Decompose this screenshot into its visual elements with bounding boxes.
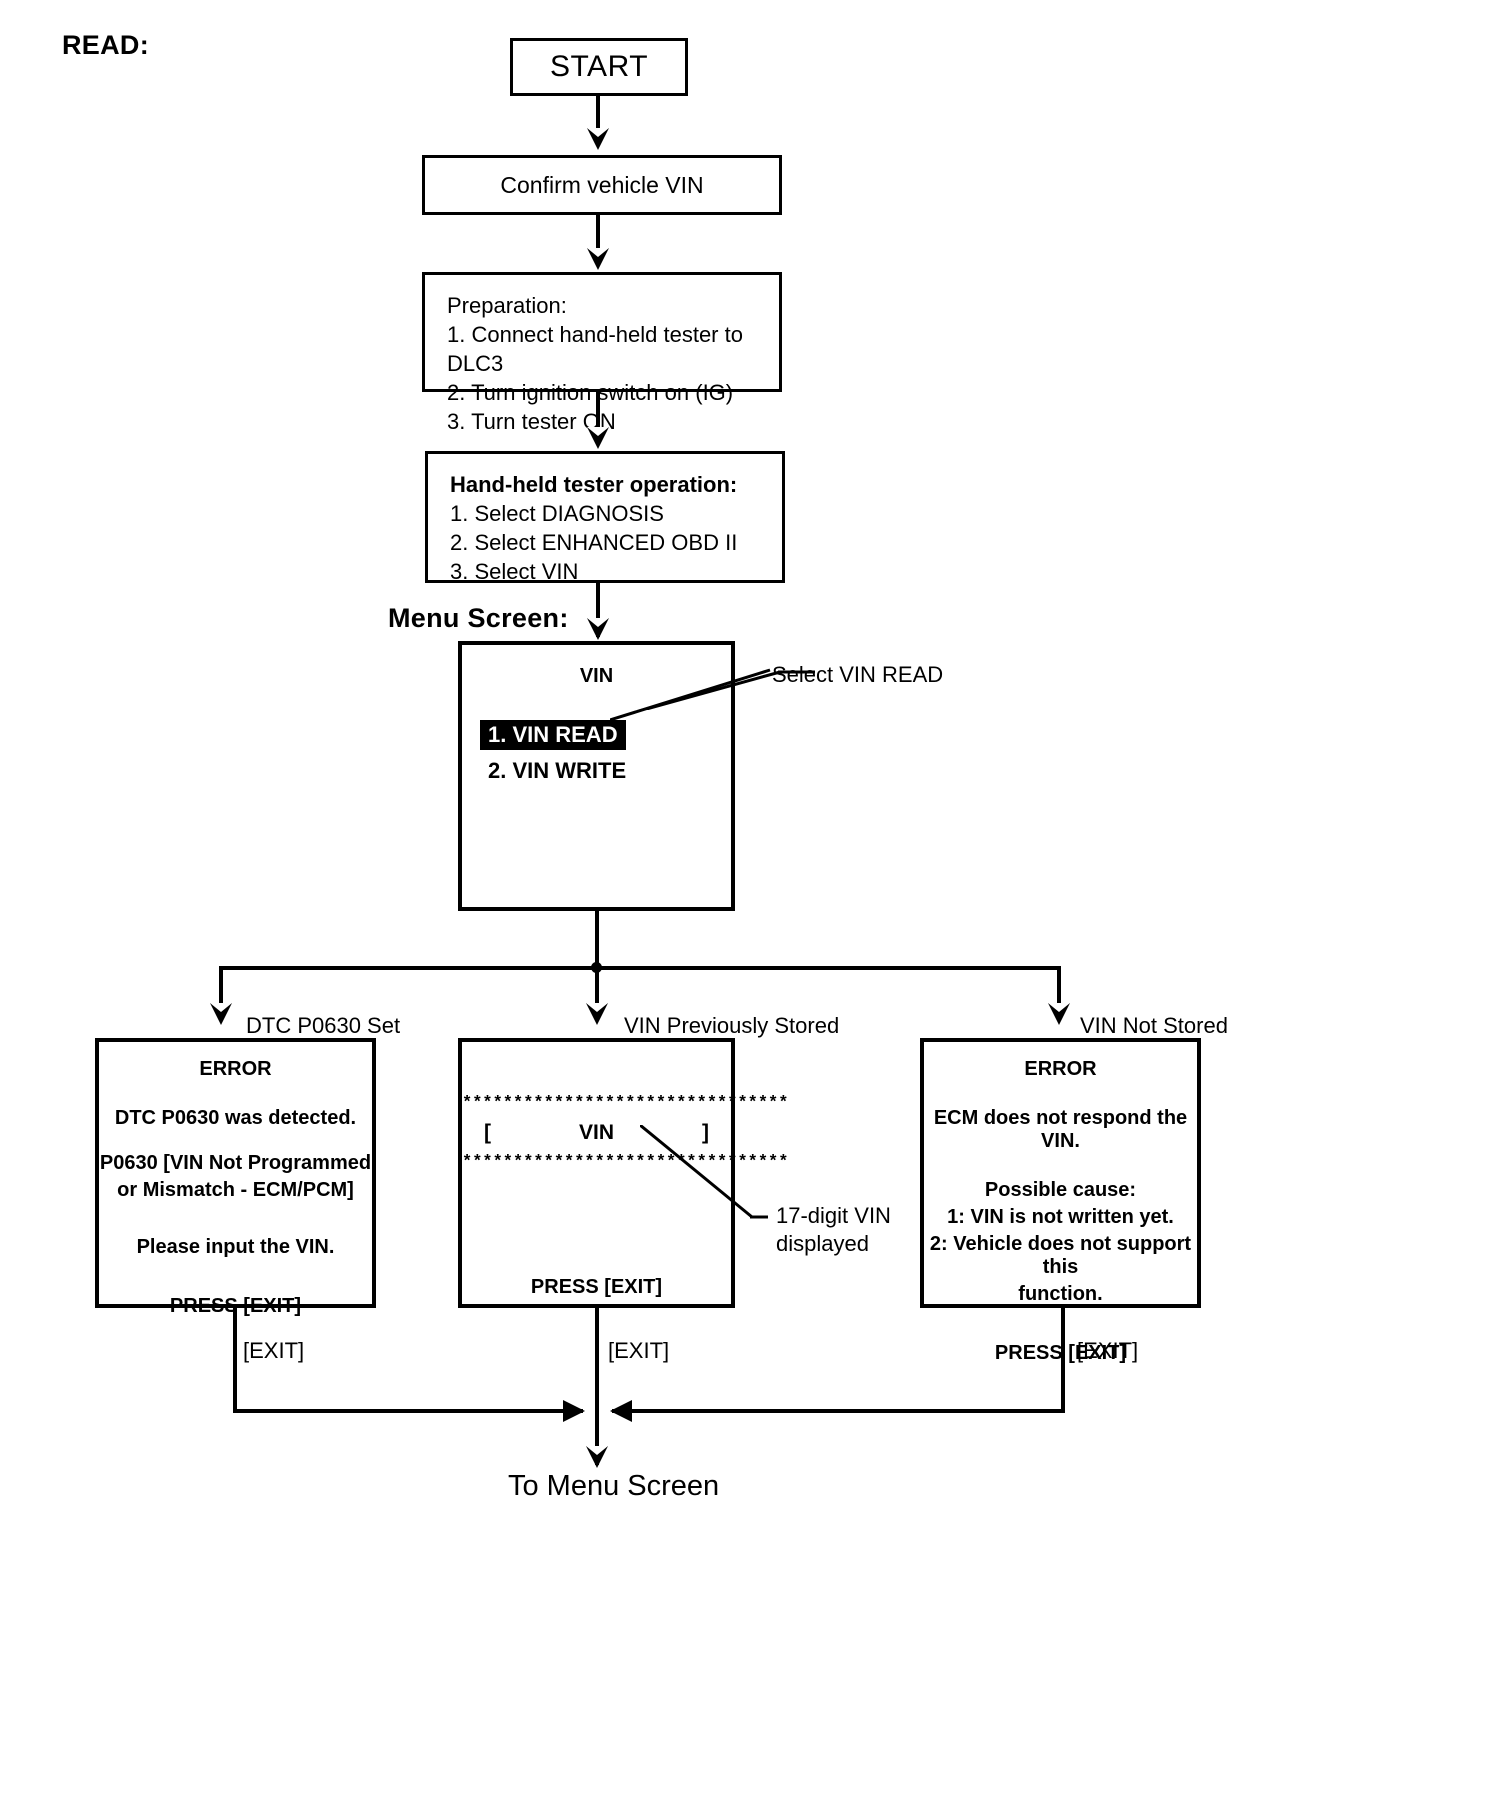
node-start: START — [510, 38, 688, 96]
error-no-vin-line-5: function. — [1018, 1283, 1103, 1305]
preparation-title: Preparation: — [447, 293, 567, 318]
annotation-select-vin-read: Select VIN READ — [772, 662, 944, 687]
annotation-vin-digits-line1: 17-digit VIN — [776, 1203, 891, 1228]
vin-bracket-close: ] — [702, 1121, 709, 1144]
node-confirm-vin: Confirm vehicle VIN — [422, 155, 782, 215]
branch-label-left: DTC P0630 Set — [246, 1013, 401, 1038]
error-dtc-header: ERROR — [199, 1058, 272, 1080]
connector-start-to-confirm — [596, 96, 600, 140]
connector-confirm-to-prep — [596, 215, 600, 265]
error-dtc-line-1: DTC P0630 was detected. — [114, 1107, 357, 1129]
branch-bus-line — [219, 966, 1061, 970]
arrowhead-branch-left — [210, 1003, 232, 1025]
tester-operation-step-2: 2. Select ENHANCED OBD II — [450, 530, 738, 555]
exit-path-right-hline — [612, 1409, 1065, 1413]
tester-operation-step-1: 1. Select DIAGNOSIS — [450, 501, 664, 526]
tester-screen-error-no-vin[interactable]: ERROR ECM does not respond the VIN. Poss… — [920, 1038, 1201, 1364]
tester-screen-vin-stored[interactable]: ******************************** [ VIN ]… — [458, 1038, 789, 1308]
error-no-vin-line-3: 1: VIN is not written yet. — [947, 1206, 1174, 1228]
exit-path-right-vline — [1061, 1308, 1065, 1413]
exit-path-center-vline — [595, 1308, 599, 1413]
vin-stars-bottom: ******************************** — [462, 1153, 789, 1172]
arrowhead-tester-to-menu — [587, 618, 609, 640]
arrowhead-confirm-to-prep — [587, 248, 609, 270]
node-tester-operation: Hand-held tester operation: 1. Select DI… — [425, 451, 785, 586]
branch-drop-center — [595, 966, 599, 1020]
vin-bracket-open: [ — [484, 1121, 491, 1144]
menu-item-vin-write[interactable]: 2. VIN WRITE — [488, 758, 627, 783]
connector-merge-to-end — [595, 1409, 599, 1465]
tester-operation-step-3: 3. Select VIN — [450, 559, 579, 584]
vin-stars-top: ******************************** — [462, 1094, 789, 1113]
preparation-list: Preparation: 1. Connect hand-held tester… — [425, 275, 779, 436]
exit-path-left-vline — [233, 1308, 237, 1413]
arrowhead-branch-center — [586, 1003, 608, 1025]
exit-label-right: [EXIT] — [1077, 1338, 1139, 1363]
arrowhead-branch-right — [1048, 1003, 1070, 1025]
node-start-label: START — [549, 50, 649, 83]
error-no-vin-line-1: ECM does not respond the VIN. — [933, 1107, 1188, 1152]
exit-path-left-hline — [233, 1409, 583, 1413]
arrowhead-prep-to-tester — [587, 427, 609, 449]
arrowhead-exit-left-merge — [563, 1400, 585, 1422]
node-confirm-vin-label: Confirm vehicle VIN — [500, 171, 704, 198]
vin-stored-footer: PRESS [EXIT] — [530, 1276, 663, 1298]
error-dtc-line-3: or Mismatch - ECM/PCM] — [117, 1179, 354, 1201]
error-dtc-line-4: Please input the VIN. — [136, 1236, 335, 1258]
tester-screen-menu[interactable]: VIN 1. VIN READ 2. VIN WRITE — [458, 641, 735, 911]
preparation-step-3: 3. Turn tester ON — [447, 409, 616, 434]
connector-menu-to-branch — [595, 911, 599, 968]
branch-label-center: VIN Previously Stored — [624, 1013, 840, 1038]
arrowhead-start-to-confirm — [587, 128, 609, 150]
arrowhead-merge-to-end — [586, 1446, 608, 1468]
tester-operation-list: Hand-held tester operation: 1. Select DI… — [428, 454, 782, 586]
vin-value: VIN — [578, 1121, 614, 1144]
error-dtc-line-2: P0630 [VIN Not Programmed — [99, 1152, 372, 1174]
error-dtc-footer: PRESS [EXIT] — [169, 1295, 302, 1317]
menu-screen-title: VIN — [579, 665, 614, 687]
error-no-vin-footer: PRESS [EXIT] — [994, 1342, 1127, 1364]
connector-prep-to-tester — [596, 392, 600, 444]
branch-drop-left — [219, 966, 223, 1020]
end-label: To Menu Screen — [508, 1470, 720, 1502]
preparation-step-1: 1. Connect hand-held tester to DLC3 — [447, 322, 743, 376]
node-preparation: Preparation: 1. Connect hand-held tester… — [422, 272, 782, 434]
menu-screen-caption: Menu Screen: — [388, 603, 569, 633]
preparation-step-2: 2. Turn ignition switch on (IG) — [447, 380, 734, 405]
exit-label-left: [EXIT] — [243, 1338, 305, 1363]
leader-line-select-vin-read-stub — [610, 668, 771, 722]
tester-operation-title: Hand-held tester operation: — [450, 472, 738, 497]
tester-screen-error-dtc[interactable]: ERROR DTC P0630 was detected. P0630 [VIN… — [95, 1038, 376, 1317]
error-no-vin-header: ERROR — [1024, 1058, 1097, 1080]
annotation-vin-digits-line2: displayed — [776, 1231, 869, 1256]
arrowhead-exit-right-merge — [610, 1400, 632, 1422]
branch-drop-right — [1057, 966, 1061, 1020]
exit-label-center: [EXIT] — [608, 1338, 670, 1363]
branch-label-right: VIN Not Stored — [1080, 1013, 1228, 1038]
leader-line-select-vin-read — [637, 670, 815, 710]
menu-item-vin-read[interactable]: 1. VIN READ — [480, 720, 626, 750]
error-no-vin-line-4: 2: Vehicle does not support this — [929, 1233, 1192, 1278]
error-no-vin-line-2: Possible cause: — [984, 1179, 1137, 1201]
page-title: READ: — [62, 30, 149, 60]
leader-line-vin-digits — [640, 1125, 768, 1219]
connector-tester-to-menu — [596, 583, 600, 637]
